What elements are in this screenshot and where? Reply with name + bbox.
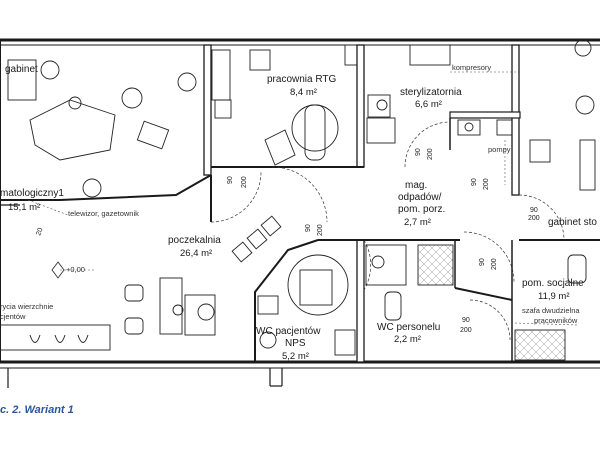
poczekalnia-label: poczekalnia bbox=[168, 235, 221, 246]
wc-pacjentow-label-line2: NPS bbox=[285, 338, 306, 349]
pom-socjalne-area: 11,9 m² bbox=[538, 291, 570, 302]
door-width-dim: 90 bbox=[415, 148, 422, 156]
door-height-dim: 200 bbox=[460, 327, 472, 334]
door-width-dim: 20 bbox=[35, 227, 44, 237]
door-height-dim: 200 bbox=[241, 176, 248, 188]
okrycia-annotation-line2: cjentów bbox=[0, 312, 26, 321]
szafa-annotation-line2: pracowników bbox=[534, 316, 578, 325]
door-width-dim: 90 bbox=[530, 207, 538, 214]
figure-caption: c. 2. Wariant 1 bbox=[0, 404, 74, 416]
gabinet-2-label: gabinet sto bbox=[548, 217, 597, 228]
door-height-dim: 200 bbox=[317, 224, 324, 236]
pompy-annotation: pompy bbox=[488, 145, 511, 154]
door-width-dim: 90 bbox=[479, 258, 486, 266]
wc-pacjentow-area: 5,2 m² bbox=[282, 351, 309, 362]
door-swings bbox=[210, 121, 565, 341]
szafa-annotation-line1: szafa dwudzielna bbox=[522, 306, 580, 315]
sterylizatornia-label: sterylizatornia bbox=[400, 87, 462, 98]
door-width-dim: 90 bbox=[227, 176, 234, 184]
floor-plan-drawing: gabinet matologiczny1 15,1 m² pracownia … bbox=[0, 38, 600, 388]
door-width-dim: 90 bbox=[471, 178, 478, 186]
wc-pacjentow-label-line1: WC pacjentów bbox=[256, 326, 321, 337]
mag-odpadow-label-line2: odpadów/ bbox=[398, 192, 442, 203]
pracownia-rtg-area: 8,4 m² bbox=[290, 87, 317, 98]
door-height-dim: 200 bbox=[427, 148, 434, 160]
pom-socjalne-label: pom. socjalne bbox=[522, 278, 584, 289]
pracownia-rtg-label: pracownia RTG bbox=[267, 74, 337, 85]
okrycia-annotation-line1: ryciа wierzchnie bbox=[0, 302, 53, 311]
sterylizatornia-area: 6,6 m² bbox=[415, 99, 442, 110]
level-marker bbox=[51, 261, 65, 279]
door-width-dim: 90 bbox=[305, 224, 312, 232]
wc-personelu-label: WC personelu bbox=[377, 322, 440, 333]
gabinet-1-area: 15,1 m² bbox=[8, 202, 40, 213]
annotation-lines bbox=[27, 71, 579, 326]
mag-odpadow-label-line3: pom. porz. bbox=[398, 204, 445, 215]
level-annotation: +0,00 bbox=[66, 265, 85, 274]
gabinet-1-label-line1: gabinet bbox=[5, 64, 38, 75]
door-height-dim: 200 bbox=[491, 258, 498, 270]
poczekalnia-area: 26,4 m² bbox=[180, 248, 212, 259]
kompresory-annotation: kompresory bbox=[452, 63, 491, 72]
wc-personelu-area: 2,2 m² bbox=[394, 334, 421, 345]
mag-odpadow-label-line1: mag. bbox=[405, 180, 427, 191]
furniture bbox=[0, 39, 596, 361]
walls bbox=[0, 38, 600, 388]
door-height-dim: 200 bbox=[528, 215, 540, 222]
door-height-dim: 200 bbox=[483, 178, 490, 190]
gabinet-1-label-line2: matologiczny1 bbox=[0, 188, 64, 199]
telewizor-annotation: telewizor, gazetownik bbox=[68, 209, 139, 218]
mag-odpadow-area: 2,7 m² bbox=[404, 217, 431, 228]
door-width-dim: 90 bbox=[462, 317, 470, 324]
